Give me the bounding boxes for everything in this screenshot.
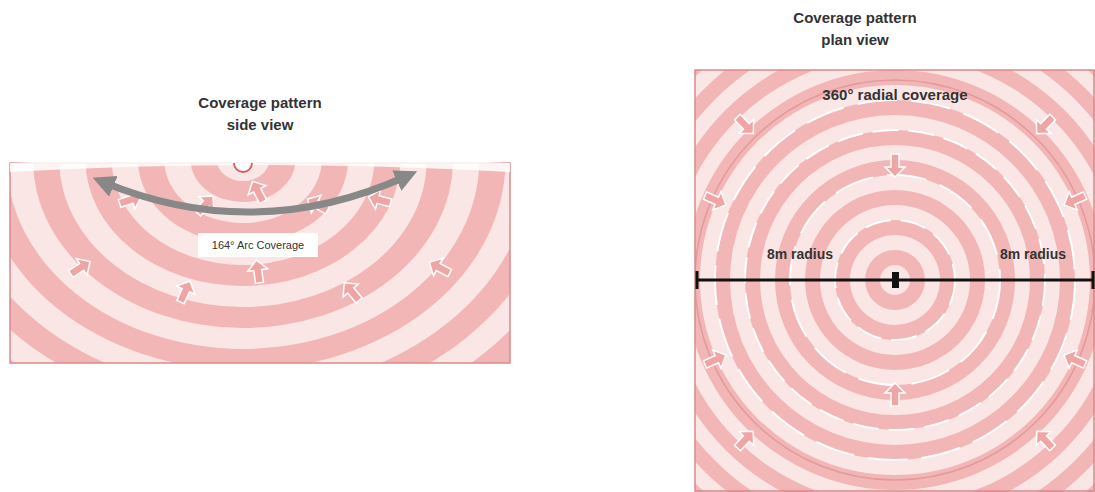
wave-band (10, 163, 510, 363)
arc-label-box: 164° Arc Coverage (198, 233, 318, 257)
plan-view-frame (695, 70, 1094, 491)
wave-arrow (730, 110, 760, 140)
wave-band (10, 163, 510, 363)
wave-band (10, 163, 510, 363)
wave-band (695, 70, 1095, 492)
wave-band (59, 163, 427, 307)
ceiling-edge (10, 157, 510, 173)
coverage-label: 164° Arc Coverage (212, 238, 304, 252)
wave-arrow (246, 259, 269, 285)
wave-band (695, 70, 1095, 492)
arc-double-arrow (103, 176, 407, 212)
wave-band (10, 163, 510, 363)
wave-band (695, 70, 1095, 492)
panel-heading: Coverage pattern plan view (780, 7, 930, 51)
wave-band (10, 163, 510, 363)
wave-band (10, 163, 510, 363)
speaker-center-mark (892, 272, 899, 288)
coverage-title: 360° radial coverage (822, 85, 967, 105)
wave-band (695, 70, 1095, 492)
radius-label: 8m radius (1000, 246, 1066, 262)
wave-arrow (885, 383, 905, 406)
plan-view-waves (695, 70, 1095, 492)
side-view-frame (10, 163, 510, 363)
wave-band (695, 70, 1095, 492)
speaker-symbol (234, 163, 252, 172)
wave-band (10, 163, 510, 363)
wave-band (10, 163, 510, 363)
wave-arrow (701, 186, 730, 214)
wave-arrow (65, 253, 95, 282)
wave-band (10, 163, 506, 363)
side-view-waves (10, 163, 510, 363)
wave-arrow (425, 254, 455, 282)
wave-arrow (1060, 186, 1089, 214)
wave-band (10, 163, 510, 363)
wave-arrow (1029, 110, 1059, 140)
panel-heading: Coverage pattern side view (185, 92, 335, 136)
side-view-panel: Coverage pattern side view164° Arc Cover… (10, 163, 510, 363)
wave-arrow (885, 154, 905, 177)
wave-band (10, 163, 510, 363)
radius-label: 8m radius (767, 246, 833, 262)
dimension-tick (1092, 271, 1095, 289)
wave-band (86, 163, 401, 286)
wave-band (695, 70, 1095, 492)
wave-arrow (244, 177, 272, 207)
wave-arrow (1060, 346, 1089, 374)
wave-band (695, 70, 1095, 490)
plan-view-panel: Coverage pattern plan view360° radial co… (695, 70, 1095, 492)
wave-band (695, 70, 1095, 492)
wave-arrow (730, 424, 760, 454)
wave-arrow (1029, 424, 1059, 454)
wave-arrow (171, 277, 199, 306)
wave-band (695, 70, 1095, 492)
wave-band (33, 163, 453, 328)
wave-band (10, 163, 479, 349)
coverage-boundary (695, 80, 1095, 480)
wave-band (217, 163, 270, 181)
dimension-tick (696, 271, 699, 289)
wave-arrow (701, 346, 730, 374)
wave-arrow (337, 276, 367, 306)
